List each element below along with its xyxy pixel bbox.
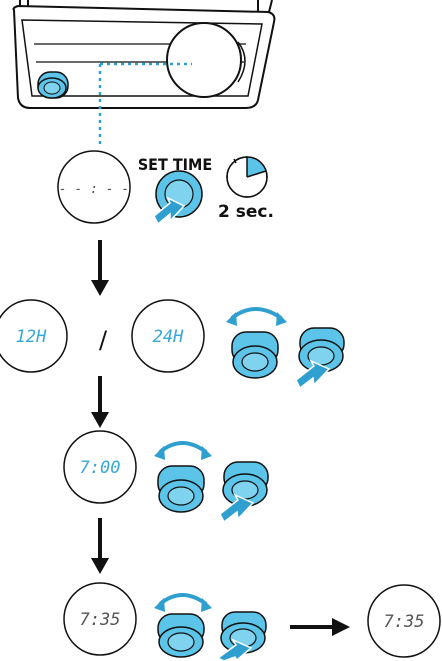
set-time-label: SET TIME xyxy=(138,155,212,174)
rotate-knob-icon xyxy=(226,307,287,379)
step2-12h-text: 12H xyxy=(16,327,47,347)
right-arrow-icon xyxy=(290,618,350,636)
press-arrow-icon xyxy=(295,359,331,390)
step1-display-text: - - : - - xyxy=(59,182,129,197)
press-knob-icon xyxy=(216,611,267,661)
step2-24h-text: 24H xyxy=(153,327,184,347)
down-arrow-icon xyxy=(91,240,109,296)
step4-result-circle: 7:35 xyxy=(367,584,441,658)
press-arrow-icon xyxy=(219,493,255,524)
down-arrow-icon xyxy=(91,518,109,574)
step4-result-text: 7:35 xyxy=(384,612,425,632)
radio-device-icon xyxy=(12,0,276,145)
rotate-arrow-icon xyxy=(158,441,208,454)
step1-display-circle: - - : - - xyxy=(57,150,131,224)
step4-display-text: 7:35 xyxy=(80,610,121,630)
hold-duration-label: 2 sec. xyxy=(218,202,274,222)
press-arrow-icon xyxy=(216,638,253,661)
step2-separator: / xyxy=(99,326,108,354)
radio-knob-icon xyxy=(37,71,69,99)
step4-display-circle: 7:35 xyxy=(63,582,137,656)
press-knob-icon xyxy=(219,461,269,524)
step2-12h-circle: 12H xyxy=(0,299,68,373)
step3-display-circle: 7:00 xyxy=(63,430,137,504)
press-knob-icon xyxy=(295,327,345,390)
press-arrow-icon xyxy=(153,196,186,226)
down-arrow-icon xyxy=(91,376,109,428)
rotate-arrow-icon xyxy=(230,307,283,320)
step3-display-text: 7:00 xyxy=(80,458,121,478)
rotate-arrow-icon xyxy=(158,593,208,606)
timer-icon xyxy=(226,156,268,198)
step2-24h-circle: 24H xyxy=(131,299,205,373)
press-knob-icon xyxy=(153,170,203,226)
rotate-knob-icon xyxy=(154,593,212,658)
rotate-knob-icon xyxy=(154,441,212,513)
